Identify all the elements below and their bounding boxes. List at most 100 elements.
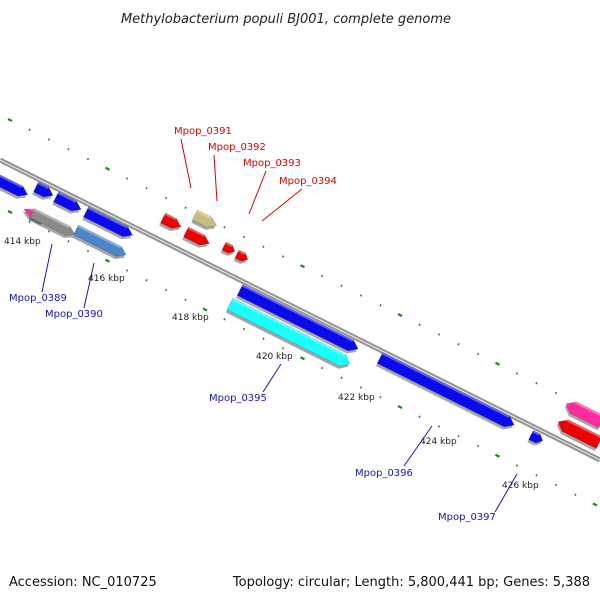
outer-tick <box>359 294 363 297</box>
scale-label: 414 kbp <box>4 237 41 247</box>
outer-tick <box>397 313 403 317</box>
outer-tick <box>67 148 70 151</box>
leader-line <box>261 188 303 222</box>
inner-tick <box>184 298 187 301</box>
inner-tick <box>437 425 441 428</box>
inner-tick <box>104 258 111 263</box>
inner-tick <box>223 318 226 321</box>
outer-tick <box>184 206 187 209</box>
inner-tick <box>320 366 324 370</box>
gene-blue-d[interactable] <box>82 206 135 243</box>
outer-tick <box>242 235 246 239</box>
accession-text: Accession: NC_010725 <box>9 575 157 590</box>
gene-red-a[interactable] <box>220 241 237 258</box>
inner-tick <box>86 249 90 253</box>
gene-features <box>0 170 600 452</box>
inner-tick <box>535 474 538 477</box>
inner-tick <box>47 230 51 233</box>
scale-label: 426 kbp <box>502 481 539 491</box>
outer-tick <box>47 138 51 141</box>
gene-red-mpop0394[interactable] <box>233 249 250 266</box>
inner-tick <box>7 210 13 214</box>
inner-tick <box>359 386 363 389</box>
gene-label[interactable]: Mpop_0391 <box>174 126 232 137</box>
outer-tick <box>494 361 501 366</box>
inner-tick <box>281 347 285 350</box>
outer-tick <box>340 284 343 287</box>
gene-cyan-mpop0395[interactable] <box>225 297 353 372</box>
inner-tick <box>340 376 343 379</box>
label-leader-lines <box>41 138 518 513</box>
inner-tick <box>242 327 246 331</box>
inner-tick <box>457 435 460 438</box>
outer-tick <box>86 157 90 161</box>
outer-tick <box>281 255 285 258</box>
gene-blue-b[interactable] <box>32 181 55 203</box>
backbone <box>0 157 600 463</box>
outer-tick <box>223 226 226 229</box>
outer-tick <box>262 245 265 248</box>
gene-steel-a[interactable] <box>72 224 128 263</box>
inner-tick <box>379 396 382 399</box>
gene-blue-e[interactable] <box>235 284 361 357</box>
gene-label[interactable]: Mpop_0397 <box>438 512 496 523</box>
leader-line <box>262 363 282 393</box>
gene-red-mpop0391[interactable] <box>159 212 183 234</box>
scale-label: 424 kbp <box>420 437 457 447</box>
gene-gray-a[interactable] <box>28 208 77 242</box>
inner-tick <box>164 288 168 292</box>
leader-line <box>213 154 218 202</box>
inner-tick <box>67 240 70 243</box>
outer-tick <box>554 391 558 395</box>
leader-line <box>83 262 95 309</box>
outer-tick <box>320 274 324 278</box>
scale-label: 420 kbp <box>256 352 293 362</box>
scale-labels: 414 kbp 416 kbp 418 kbp 420 kbp 422 kbp 424 k… <box>4 237 539 491</box>
scale-label: 418 kbp <box>172 313 209 323</box>
outer-tick-track <box>7 118 598 415</box>
gene-label[interactable]: Mpop_0389 <box>9 293 67 304</box>
gene-blue-mpop0396[interactable] <box>375 352 517 433</box>
inner-tick <box>202 307 208 312</box>
gene-blue-mpop0397[interactable] <box>527 430 544 448</box>
gene-label[interactable]: Mpop_0396 <box>355 468 413 479</box>
gene-khaki-mpop0392[interactable] <box>191 209 219 233</box>
gene-labels: Mpop_0391Mpop_0392Mpop_0393Mpop_0394Mpop… <box>9 126 496 523</box>
gene-label[interactable]: Mpop_0393 <box>243 158 301 169</box>
inner-tick <box>574 493 577 496</box>
scale-label: 416 kbp <box>88 274 125 284</box>
outer-tick <box>418 323 421 326</box>
inner-tick <box>125 269 129 272</box>
outer-tick <box>7 118 13 122</box>
gene-pink-b[interactable] <box>562 398 600 431</box>
inner-tick <box>145 279 148 282</box>
outer-tick <box>515 372 519 375</box>
outer-tick <box>125 177 129 180</box>
map-title: Methylobacterium populi BJ001, complete … <box>121 12 451 27</box>
inner-tick <box>299 356 306 361</box>
inner-tick <box>397 405 403 409</box>
gene-red-b[interactable] <box>554 416 600 452</box>
leader-line <box>494 473 518 513</box>
leader-line <box>403 425 433 467</box>
inner-tick <box>262 337 265 340</box>
inner-tick <box>418 415 421 418</box>
inner-tick-track <box>7 210 598 507</box>
leader-line <box>41 243 53 293</box>
gene-red-mpop0393[interactable] <box>182 226 212 251</box>
gene-blue-c[interactable] <box>52 191 83 217</box>
gene-label[interactable]: Mpop_0392 <box>208 142 266 153</box>
gene-label[interactable]: Mpop_0390 <box>45 309 103 320</box>
inner-tick <box>494 453 501 458</box>
gene-label[interactable]: Mpop_0395 <box>209 393 267 404</box>
outer-tick <box>164 196 168 200</box>
outer-tick <box>535 382 538 385</box>
topology-text: Topology: circular; Length: 5,800,441 bp… <box>232 575 590 590</box>
leader-line <box>248 170 267 215</box>
outer-tick <box>437 333 441 336</box>
gene-label[interactable]: Mpop_0394 <box>279 176 337 187</box>
gene-blue-a[interactable] <box>0 170 30 202</box>
inner-tick <box>592 502 598 507</box>
outer-tick <box>299 264 306 269</box>
scale-label: 422 kbp <box>338 393 375 403</box>
